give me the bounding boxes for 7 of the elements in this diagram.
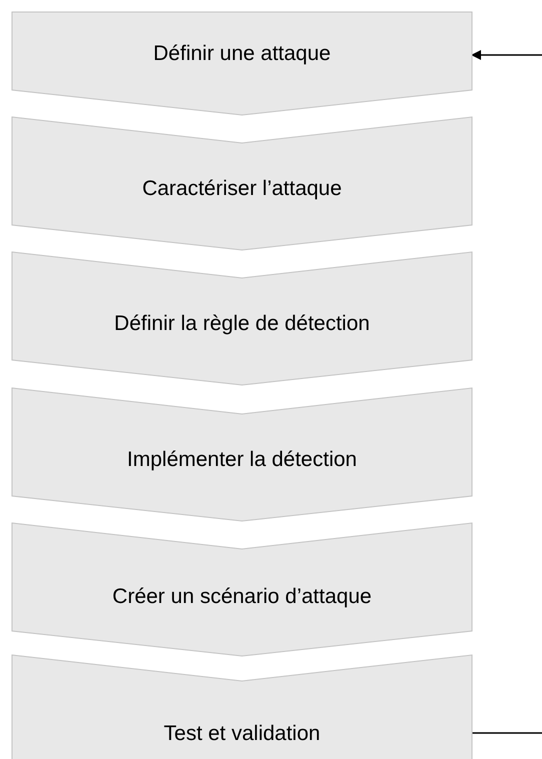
step-label: Test et validation — [164, 722, 320, 746]
step-label: Créer un scénario d’attaque — [112, 585, 372, 609]
feedback-arrow — [471, 50, 542, 734]
step-label: Implémenter la détection — [127, 448, 357, 472]
step-label: Définir une attaque — [153, 42, 331, 66]
step-label: Caractériser l’attaque — [142, 177, 342, 201]
step-label: Définir la règle de détection — [114, 312, 370, 336]
